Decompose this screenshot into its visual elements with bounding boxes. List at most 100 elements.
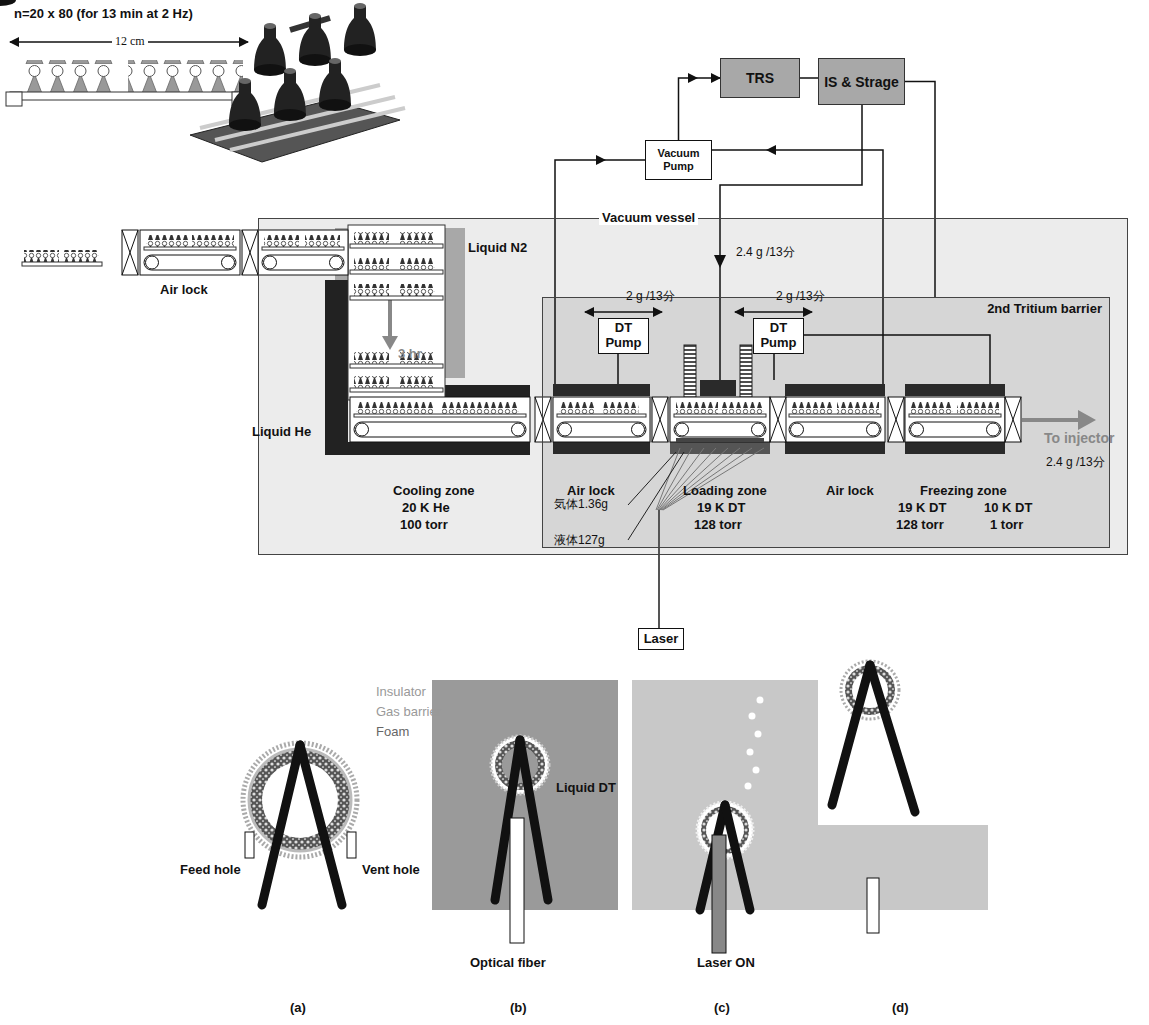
node-text: DT Pump [599,321,648,351]
node-text: TRS [746,70,774,86]
conveyor-module [670,397,770,442]
node-text: Vacuum vessel [599,210,698,225]
illustration-part [400,232,435,244]
illustration-part [146,256,159,269]
illustration-part [330,256,343,269]
region-box: 2nd Tritium barrier DT Pump DT Pump [542,297,1110,548]
label-text: 19 K DT [898,500,946,515]
component-box: TRS [720,58,800,98]
illustration-part [350,364,443,368]
illustration-part [350,388,443,392]
label-text: Optical fiber [470,955,546,970]
illustration-part [909,422,1001,437]
valve [1005,397,1021,442]
illustration-part [512,423,525,436]
component-box: Vacuum Pump [645,140,712,180]
illustration-part [770,397,786,442]
node-text: DT Pump [754,321,803,351]
conveyor-module [905,397,1005,442]
illustration-part [559,423,572,436]
illustration-part [122,230,138,275]
valve [652,397,668,442]
label-text: Insulator [376,684,426,699]
label-text: 100 torr [400,517,448,532]
valve [770,397,786,442]
illustration-part [350,296,443,300]
illustration-part [791,423,804,436]
conveyor-module [553,397,650,442]
illustration-part [400,376,435,388]
illustration-part [354,422,526,437]
illustration-part [305,235,340,247]
label-text: 12 cm [112,34,148,49]
illustration-part [222,256,235,269]
label-text: n=20 x 80 (for 13 min at 2 Hz) [14,6,193,21]
label-text: 2.4 g /13分 [1046,454,1105,471]
node-text: Laser [644,632,679,647]
illustration-part [350,244,443,248]
valve [535,397,551,442]
illustration-part [356,402,433,414]
pipe-connector [679,78,721,140]
label-text: 3 hr [398,346,422,361]
node-text: 2nd Tritium barrier [984,301,1105,316]
conveyor-module [350,397,530,442]
conveyor-module [258,230,348,275]
illustration-part [400,258,435,270]
illustration-part [837,402,879,414]
illustration-part [676,423,689,436]
illustration-part [987,423,1000,436]
label-text: Air lock [567,483,615,498]
pipe-connector [800,77,818,79]
illustration-part [911,423,924,436]
illustration-part [632,423,645,436]
illustration-part [354,414,526,417]
node-text: IS & Strage [824,74,899,90]
label-text: 128 torr [896,517,944,532]
illustration-part [354,376,389,388]
illustration-part [354,352,389,364]
label-text: Air lock [160,282,208,297]
illustration-part [144,255,236,270]
illustration-part [722,402,764,414]
illustration-part [752,423,765,436]
illustration-part [242,230,258,275]
label-text: (a) [290,1000,306,1015]
label-text: 気体1.36g [554,496,608,513]
component-box: Laser [638,628,684,650]
illustration-part [400,352,435,364]
label-text: Freezing zone [920,483,1007,498]
illustration-part [676,438,764,442]
illustration-part [264,235,299,247]
region-box: Vacuum vessel2nd Tritium barrierDT PumpD… [258,218,1128,555]
conveyor-module [785,397,885,442]
illustration-part [789,422,881,437]
component-box: DT Pump [753,318,804,354]
label-text: Vent hole [362,862,420,877]
illustration-part [356,423,369,436]
valve [122,230,138,275]
label-text: 128 torr [694,517,742,532]
illustration-part [652,397,668,442]
label-text: (c) [714,1000,730,1015]
illustration-part [676,402,718,414]
illustration-part [354,232,389,244]
label-text: 液体127g [554,532,605,549]
illustration-part [262,255,344,270]
illustration-part [535,397,551,442]
label-text: Air lock [826,483,874,498]
illustration-part [264,256,277,269]
illustration-part [674,414,766,417]
label-text: Liquid DT [556,780,616,795]
illustration-part [867,423,880,436]
label-text: Liquid N2 [468,240,527,255]
illustration-part [144,247,236,250]
label-text: To injector [1044,430,1115,446]
illustration-part [400,284,435,296]
illustration-part [789,414,881,417]
component-box: IS & Strage [818,58,905,105]
illustration-part [888,397,904,442]
illustration-part [192,235,234,247]
label-text: 19 K DT [697,500,745,515]
